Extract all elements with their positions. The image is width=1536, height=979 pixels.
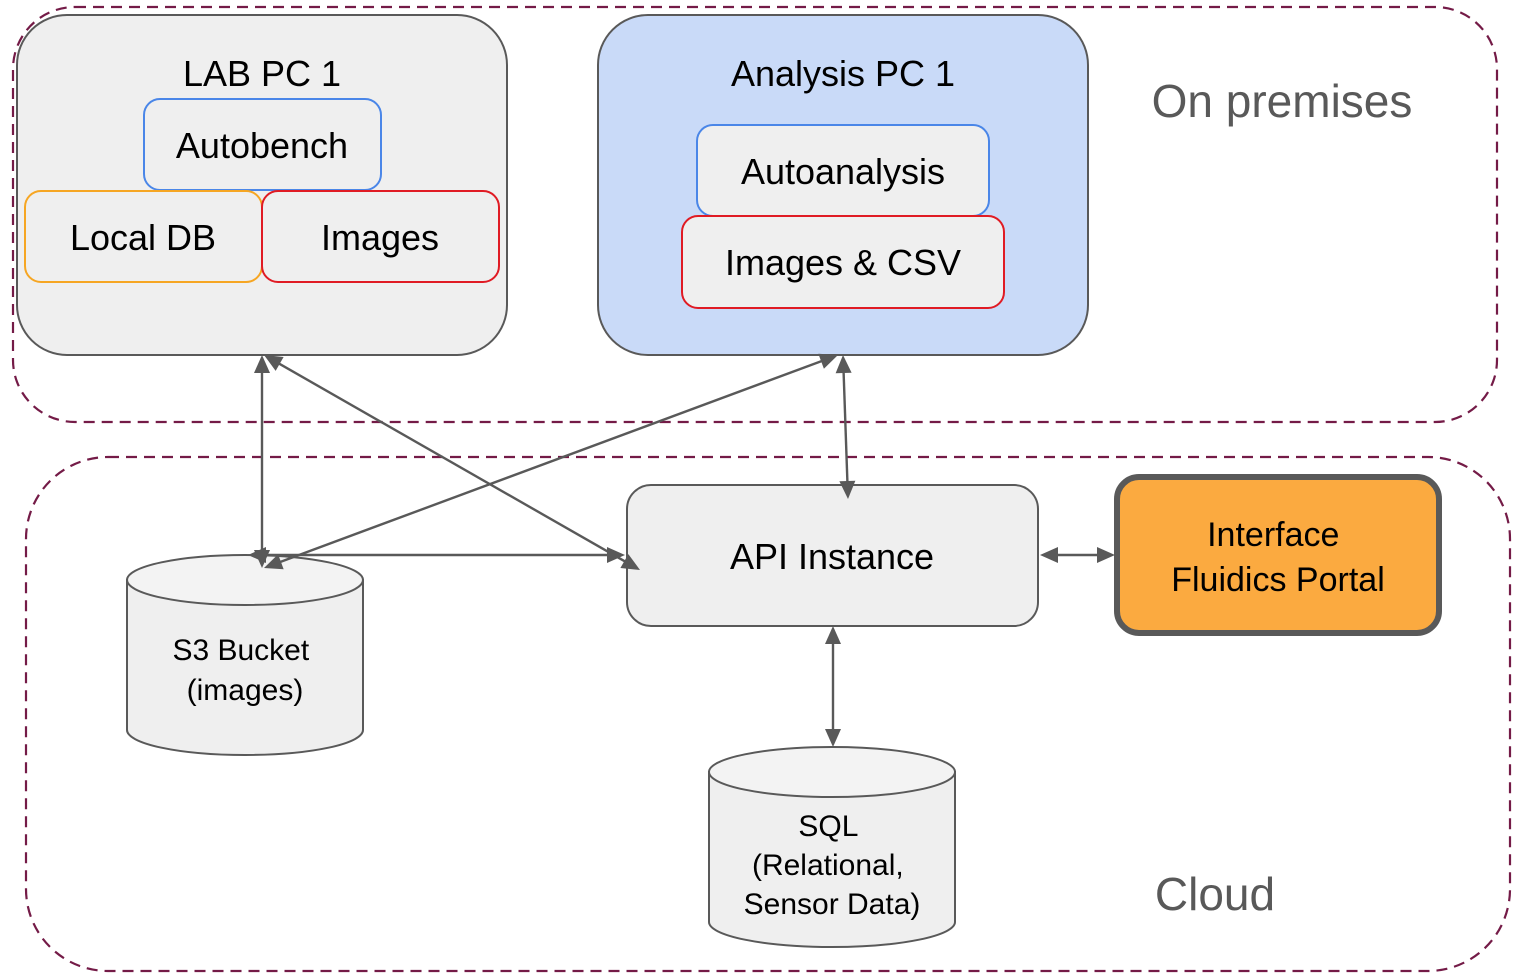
images-csv-box[interactable] <box>681 215 1005 309</box>
arrow-analysis-pc-to-api-instance <box>835 355 856 499</box>
zone-cloud: Cloud <box>24 455 1512 973</box>
sql-label: SQL (Relational, Sensor Data) <box>744 810 921 921</box>
portal-label-line-1: Interface <box>1207 516 1339 554</box>
connection-arrows <box>248 353 1115 747</box>
arrow-analysis-pc-to-s3-bucket-head-start <box>818 353 838 369</box>
s3-bucket-node[interactable]: S3 Bucket (images) <box>126 554 364 756</box>
arrow-api-instance-to-sql <box>825 626 841 747</box>
autoanalysis-label: Autoanalysis <box>741 151 945 192</box>
arrow-s3-bucket-to-api-instance-head-end <box>607 547 625 563</box>
analysis-pc-title: Analysis PC 1 <box>731 53 955 94</box>
autobench-box[interactable] <box>143 98 382 191</box>
portal-label: Interface Fluidics Portal <box>1171 516 1385 599</box>
zone-on-premises-label: On premises <box>1152 75 1413 127</box>
s3-bucket-label: S3 Bucket (images) <box>172 634 317 707</box>
zone-cloud-border <box>24 455 1512 973</box>
arrow-api-instance-to-portal-head-end <box>1097 547 1115 563</box>
arrow-s3-bucket-to-api-instance-head-start <box>248 547 266 563</box>
sql-node[interactable]: SQL (Relational, Sensor Data) <box>708 746 956 948</box>
sql-label-line-3: Sensor Data) <box>744 888 921 921</box>
arrow-api-instance-to-portal-head-start <box>1040 547 1058 563</box>
arrow-s3-bucket-to-api-instance <box>248 547 625 563</box>
sql-label-line-1: SQL <box>798 810 857 843</box>
local-db-label: Local DB <box>70 217 216 258</box>
api-instance-label: API Instance <box>730 536 934 577</box>
s3-bucket-label-line-1: S3 Bucket <box>172 634 309 667</box>
sql-label-line-2: (Relational, <box>752 849 904 882</box>
lab-pc-node[interactable]: LAB PC 1 Autobench Local DB Images <box>16 14 508 356</box>
arrow-lab-pc-to-s3-bucket-head-start <box>254 355 270 373</box>
arrow-analysis-pc-to-api-instance-head-start <box>835 355 852 374</box>
images-csv-label: Images & CSV <box>725 242 961 283</box>
arrow-lab-pc-to-s3-bucket <box>254 355 270 568</box>
sql-top <box>708 746 956 798</box>
arrow-analysis-pc-to-api-instance-head-end <box>839 480 856 499</box>
arrow-api-instance-to-sql-head-start <box>825 626 841 644</box>
sql-body[interactable] <box>708 771 956 948</box>
s3-bucket-top <box>126 554 364 606</box>
portal-node[interactable]: Interface Fluidics Portal <box>1114 474 1442 636</box>
arrow-lab-pc-to-api-instance-line <box>275 360 629 565</box>
arrow-analysis-pc-to-s3-bucket <box>264 353 838 570</box>
arrow-lab-pc-to-api-instance <box>264 355 640 570</box>
lab-pc-title: LAB PC 1 <box>183 53 341 94</box>
arrow-api-instance-to-sql-head-end <box>825 729 841 747</box>
portal-label-line-2: Fluidics Portal <box>1171 561 1385 599</box>
analysis-pc-node[interactable]: Analysis PC 1 Autoanalysis Images & CSV <box>597 14 1089 356</box>
lab-images-label: Images <box>321 217 439 258</box>
arrow-api-instance-to-portal <box>1040 547 1115 563</box>
zone-on-premises-border <box>11 5 1499 424</box>
api-instance-node[interactable]: API Instance <box>626 484 1039 627</box>
arrow-lab-pc-to-api-instance-head-start <box>264 355 284 371</box>
arrow-lab-pc-to-api-instance-head-end <box>620 554 640 570</box>
arrow-analysis-pc-to-s3-bucket-head-end <box>264 554 284 570</box>
s3-bucket-label-line-2: (images) <box>187 674 304 707</box>
zone-cloud-label: Cloud <box>1155 868 1275 920</box>
zone-on-premises: On premises <box>11 5 1499 424</box>
autobench-label: Autobench <box>176 125 348 166</box>
lab-images-box[interactable] <box>261 190 500 283</box>
api-instance-box[interactable] <box>626 484 1039 627</box>
portal-box[interactable] <box>1114 474 1442 636</box>
s3-bucket-body[interactable] <box>126 579 364 756</box>
arrow-analysis-pc-to-api-instance-line <box>842 368 849 486</box>
arrow-analysis-pc-to-s3-bucket-line <box>276 358 826 565</box>
